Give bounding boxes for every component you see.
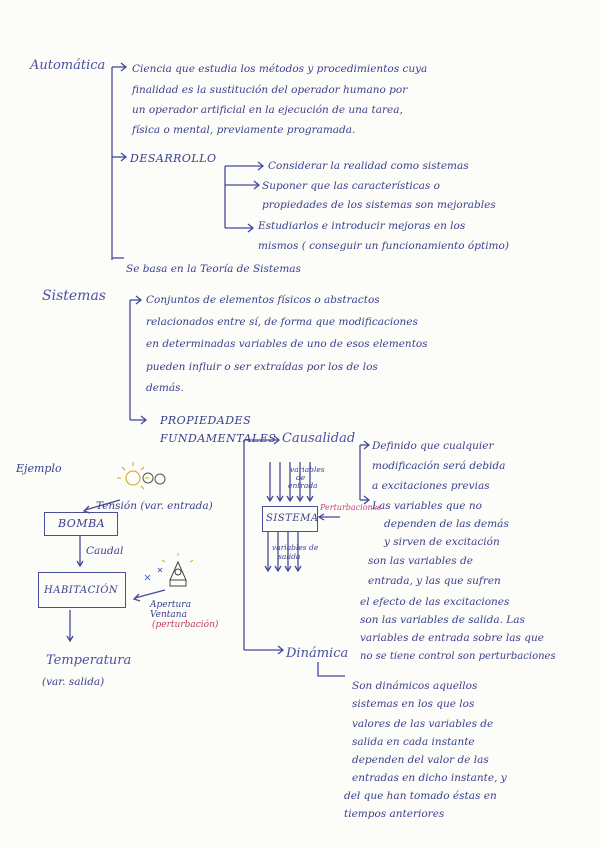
bomba-box <box>44 512 118 536</box>
habitacion-label: HABITACIÓN <box>44 585 119 596</box>
ventana-label: Ventana <box>150 610 187 620</box>
automatica-def-line-1: Ciencia que estudia los métodos y proced… <box>132 63 428 75</box>
diagram-output-label-2: salida <box>278 552 301 561</box>
desarrollo-item-2-line-1: Suponer que las características o <box>262 180 440 192</box>
sistemas-def-line-3: en determinadas variables de uno de esos… <box>146 338 428 350</box>
sistemas-def-line-4: pueden influir o ser extraídas por los d… <box>146 361 378 373</box>
causalidad-note-7: son las variables de salida. Las <box>360 614 525 626</box>
habitacion-box <box>38 572 126 608</box>
sistemas-def-line-1: Conjuntos de elementos físicos o abstrac… <box>146 294 380 306</box>
tension-label: Tensión (var. entrada) <box>96 500 213 512</box>
causalidad-def-line-3: a excitaciones previas <box>372 480 490 492</box>
perturbaciones-label: Perturbaciones <box>320 503 382 512</box>
causalidad-def-line-1: Definido que cualquier <box>372 440 494 452</box>
ejemplo-label: Ejemplo <box>16 462 62 475</box>
causalidad-note-2: dependen de las demás <box>384 518 509 530</box>
sun-icon <box>117 462 149 490</box>
diagram-input-label-3: entrada <box>288 481 318 490</box>
desarrollo-item-3-line-2: mismos ( conseguir un funcionamiento ópt… <box>258 240 509 252</box>
causalidad-def-line-2: modificación será debida <box>372 460 506 472</box>
teoria-sistemas-line: Se basa en la Teoría de Sistemas <box>126 263 301 275</box>
bomba-label: BOMBA <box>58 517 106 530</box>
diagram-input-label-2: de <box>296 473 306 482</box>
sistemas-def-line-5: demás. <box>146 382 184 394</box>
causalidad-note-5: entrada, y las que sufren <box>368 575 501 587</box>
apertura-label: Apertura <box>150 600 191 610</box>
diagram-output-label-1: variables de <box>272 543 319 552</box>
dinamica-def-line-7: del que han tomado éstas en <box>344 790 497 802</box>
desarrollo-label: DESARROLLO <box>130 152 217 165</box>
dinamica-def-line-8: tiempos anteriores <box>344 808 445 820</box>
automatica-def-line-4: física o mental, previamente programada. <box>132 124 356 136</box>
propiedades-line-2: FUNDAMENTALES <box>160 432 277 445</box>
sistema-box <box>262 506 318 532</box>
causalidad-title: Causalidad <box>282 431 356 446</box>
dinamica-title: Dinámica <box>286 646 349 661</box>
propiedades-line-1: PROPIEDADES <box>160 414 252 427</box>
dinamica-def-line-6: entradas en dicho instante, y <box>352 772 507 784</box>
automatica-title: Automática <box>30 58 106 73</box>
window-doodle <box>169 560 187 587</box>
automatica-def-line-3: un operador artificial en la ejecución d… <box>132 104 403 116</box>
causalidad-note-3: y sirven de excitación <box>384 536 500 548</box>
causalidad-note-8: variables de entrada sobre las que <box>360 632 544 644</box>
desarrollo-item-2-line-2: propiedades de los sistemas son mejorabl… <box>262 199 496 211</box>
dinamica-def-line-4: salida en cada instante <box>352 736 475 748</box>
causalidad-note-9: no se tiene control son perturbaciones <box>360 651 556 662</box>
sistemas-title: Sistemas <box>42 288 106 304</box>
causalidad-note-1: Las variables que no <box>372 500 482 512</box>
temperatura-label: Temperatura <box>46 653 132 668</box>
desarrollo-item-3-line-1: Estudiarlos e introducir mejoras en los <box>258 220 466 232</box>
var-salida-label: (var. salida) <box>42 676 105 688</box>
desarrollo-item-1: Considerar la realidad como sistemas <box>268 160 469 172</box>
automatica-def-line-2: finalidad es la sustitución del operador… <box>132 84 408 96</box>
causalidad-note-6: el efecto de las excitaciones <box>360 596 510 608</box>
diagram-input-label-1: variables <box>290 465 325 474</box>
dinamica-def-line-5: dependen del valor de las <box>352 754 489 766</box>
sistemas-def-line-2: relacionados entre sí, de forma que modi… <box>146 316 418 328</box>
caudal-label: Caudal <box>86 545 124 557</box>
perturbacion-label: (perturbación) <box>152 620 219 630</box>
dinamica-def-line-3: valores de las variables de <box>352 718 494 730</box>
dinamica-def-line-1: Son dinámicos aquellos <box>352 680 478 692</box>
causalidad-note-4: son las variables de <box>368 555 473 567</box>
sistema-label: SISTEMA <box>266 513 319 524</box>
dinamica-def-line-2: sistemas en los que los <box>352 698 475 710</box>
